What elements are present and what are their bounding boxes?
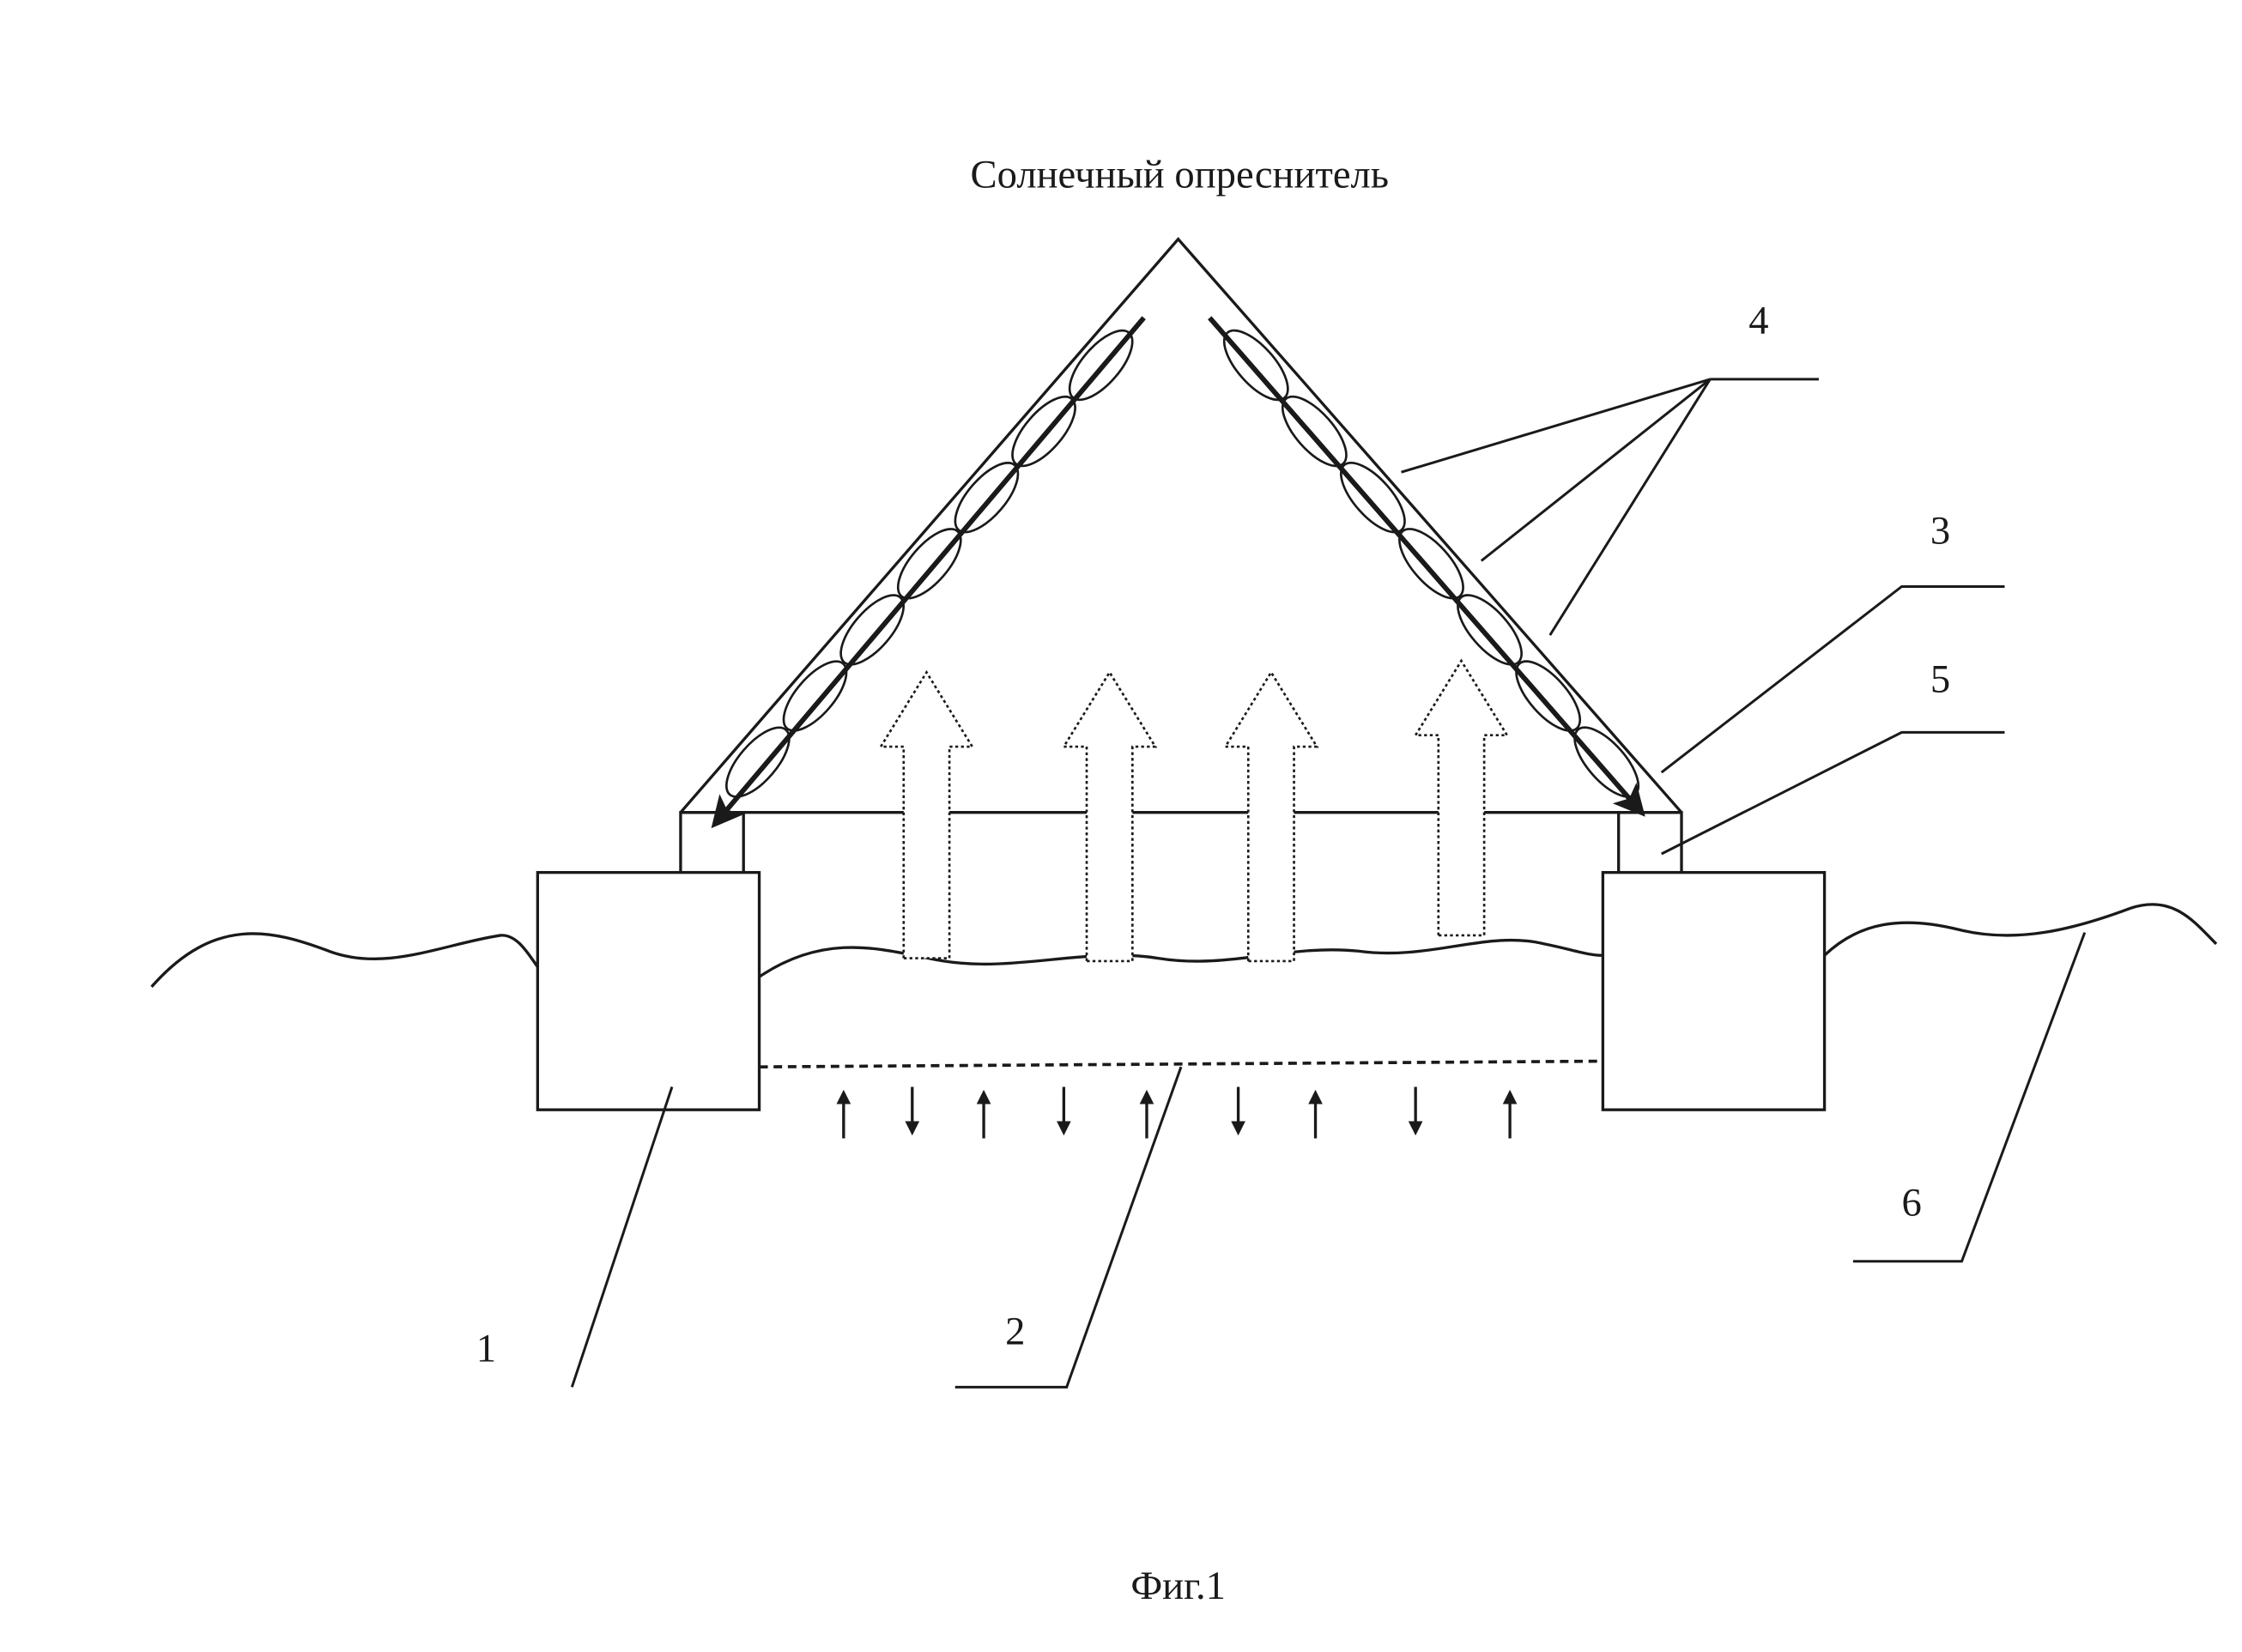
vapor-arrow bbox=[1413, 658, 1510, 937]
water-surface bbox=[150, 903, 2218, 989]
floats bbox=[536, 870, 1827, 1111]
left-collector-gutter bbox=[679, 811, 745, 874]
lens-element bbox=[1398, 528, 1464, 600]
lens-element bbox=[1011, 395, 1076, 468]
evaporation-arrows bbox=[878, 658, 1510, 963]
right-condensate-arrow bbox=[1208, 316, 1645, 817]
condensate-flow-arrows bbox=[711, 316, 1645, 829]
lens-element bbox=[1281, 395, 1348, 468]
left-float bbox=[536, 870, 761, 1111]
leader-3 bbox=[1660, 584, 2005, 774]
leader-6 bbox=[1852, 932, 2087, 1263]
vapor-arrow bbox=[1223, 669, 1319, 963]
label-5: 5 bbox=[1930, 657, 1950, 702]
right-float bbox=[1601, 870, 1827, 1111]
lens-element bbox=[954, 462, 1020, 534]
callout-numbers: 1 2 3 4 5 6 bbox=[476, 299, 1950, 1371]
roof-lenses bbox=[725, 329, 1640, 798]
label-1: 1 bbox=[476, 1326, 496, 1371]
vapor-arrow bbox=[878, 669, 975, 959]
lens-element bbox=[1457, 594, 1523, 666]
vapor-arrow bbox=[1061, 669, 1158, 963]
right-collector-gutter bbox=[1617, 811, 1683, 874]
lens-element bbox=[1339, 461, 1406, 534]
lens-element bbox=[896, 528, 962, 600]
label-2: 2 bbox=[1005, 1309, 1025, 1353]
lens-element bbox=[1222, 329, 1289, 402]
diagram-title: Солнечный опреснитель bbox=[971, 153, 1390, 197]
left-condensate-arrow bbox=[711, 316, 1146, 829]
membrane-dashed-line bbox=[759, 1059, 1603, 1069]
lens-element bbox=[782, 660, 848, 732]
leader-2 bbox=[954, 1066, 1183, 1389]
leader-5 bbox=[1661, 730, 2005, 856]
lens-element bbox=[1515, 660, 1582, 732]
leader-1 bbox=[570, 1086, 674, 1388]
figure-caption: Фиг.1 bbox=[1130, 1564, 1226, 1608]
lens-element bbox=[839, 594, 906, 666]
label-3: 3 bbox=[1930, 508, 1950, 553]
chamber-base bbox=[679, 811, 1683, 874]
roof-cover bbox=[679, 237, 1683, 814]
lens-element bbox=[725, 726, 791, 798]
exchange-arrows bbox=[836, 1086, 1518, 1139]
label-6: 6 bbox=[1902, 1180, 1922, 1225]
label-4: 4 bbox=[1748, 299, 1768, 343]
leader-lines bbox=[570, 378, 2087, 1389]
